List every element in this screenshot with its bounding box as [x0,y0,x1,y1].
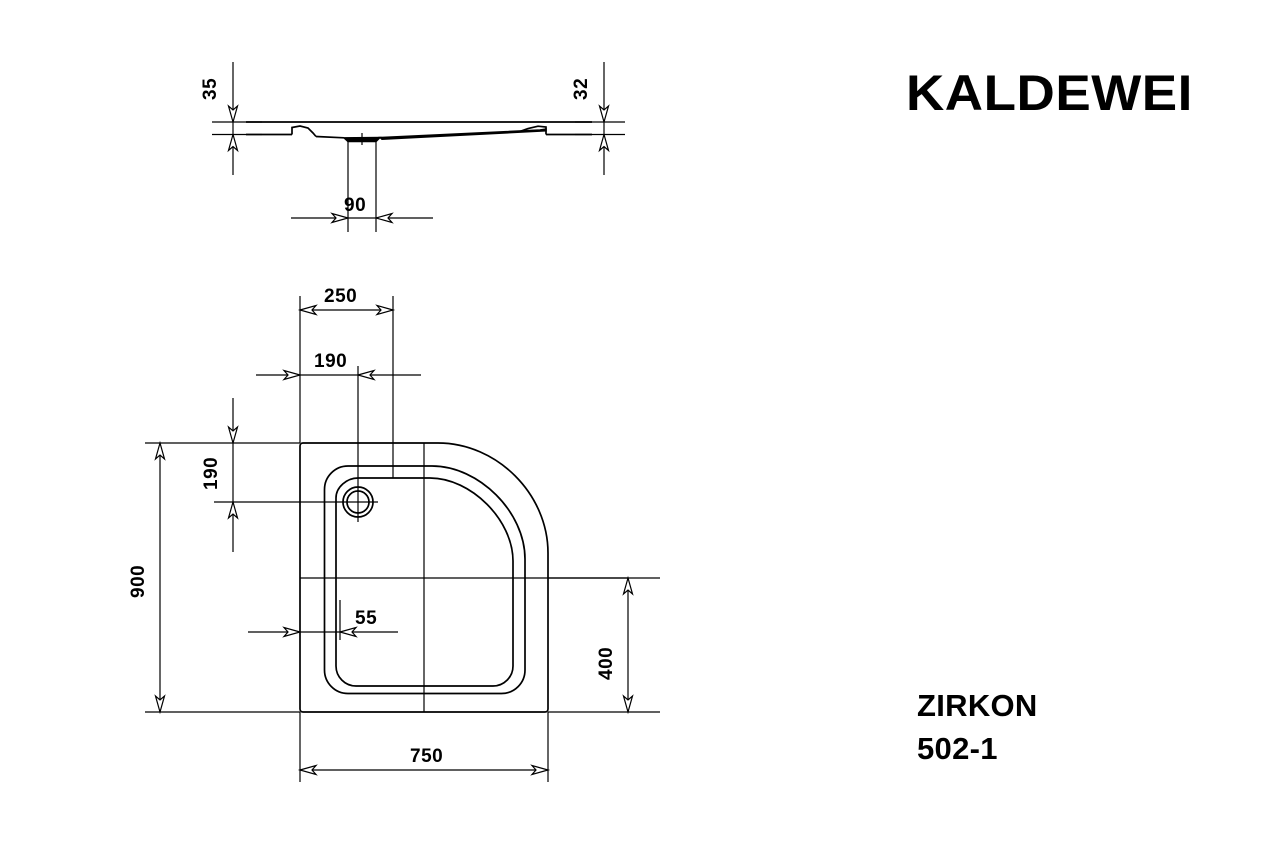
plan-outer-contour [299,442,549,713]
dim900-arrow-bottom [154,694,166,715]
dimension-900: 900 [128,440,166,715]
dim90-label: 90 [344,195,366,216]
dim32-arrow-top [598,104,610,125]
dim190v-arrow-bottom [227,499,239,520]
dim190h-label: 190 [314,351,347,372]
section-left-rim-detail [291,125,317,138]
plan-tray-outline [299,442,549,713]
dimension-750: 750 [297,746,551,776]
dim32-label: 32 [571,78,592,100]
dimension-55: 55 [248,608,398,638]
kaldewei-logo: KALDEWEI [906,65,1193,121]
dim35-label: 35 [200,78,221,100]
dim400-label: 400 [596,647,617,680]
dim400-arrow-top [622,575,634,596]
dim190v-label: 190 [201,457,222,490]
dim55-label: 55 [355,608,377,629]
dim250-arrow-left [297,304,318,316]
section-drain-extension-lines [347,141,377,232]
product-name: ZIRKON [917,688,1038,723]
dim32-arrow-bottom [598,132,610,153]
plan-inner-contour-1 [323,465,526,695]
dim900-arrow-top [154,440,166,461]
section-right-rim-detail [519,125,547,135]
dim750-label: 750 [410,746,443,767]
dimension-32: 32 [571,62,625,175]
dim90-arrow-right [373,212,394,224]
dim250-arrow-right [375,304,396,316]
dim190h-arrow-right [355,369,376,381]
dimension-250: 250 [297,286,396,316]
plan-inner-contour-2 [335,477,514,687]
section-left-floor-slope [315,135,345,139]
drain-outlet [338,482,378,522]
dim55-arrow-left [282,626,303,638]
dim35-arrow-bottom [227,132,239,153]
dim900-label: 900 [128,565,149,598]
plan-view: 250 190 190 900 [128,286,660,782]
dimension-90: 90 [291,195,433,224]
dimension-190-horizontal: 190 [282,351,376,381]
dim35-arrow-top [227,104,239,125]
dim750-arrow-left [297,764,318,776]
dimension-35: 35 [200,62,262,175]
dim250-label: 250 [324,286,357,307]
section-view: 35 32 90 [200,62,625,232]
plan-extension-lines [145,296,660,782]
dimension-400: 400 [596,575,634,715]
dim55-arrow-right [337,626,358,638]
dim90-arrow-left [330,212,351,224]
dim750-arrow-right [530,764,551,776]
dimension-190-vertical: 190 [201,398,239,552]
dim190h-arrow-left [282,369,303,381]
product-code: 502-1 [917,731,998,766]
dim400-arrow-bottom [622,694,634,715]
dim190v-arrow-top [227,425,239,446]
section-tray-profile [246,121,592,145]
